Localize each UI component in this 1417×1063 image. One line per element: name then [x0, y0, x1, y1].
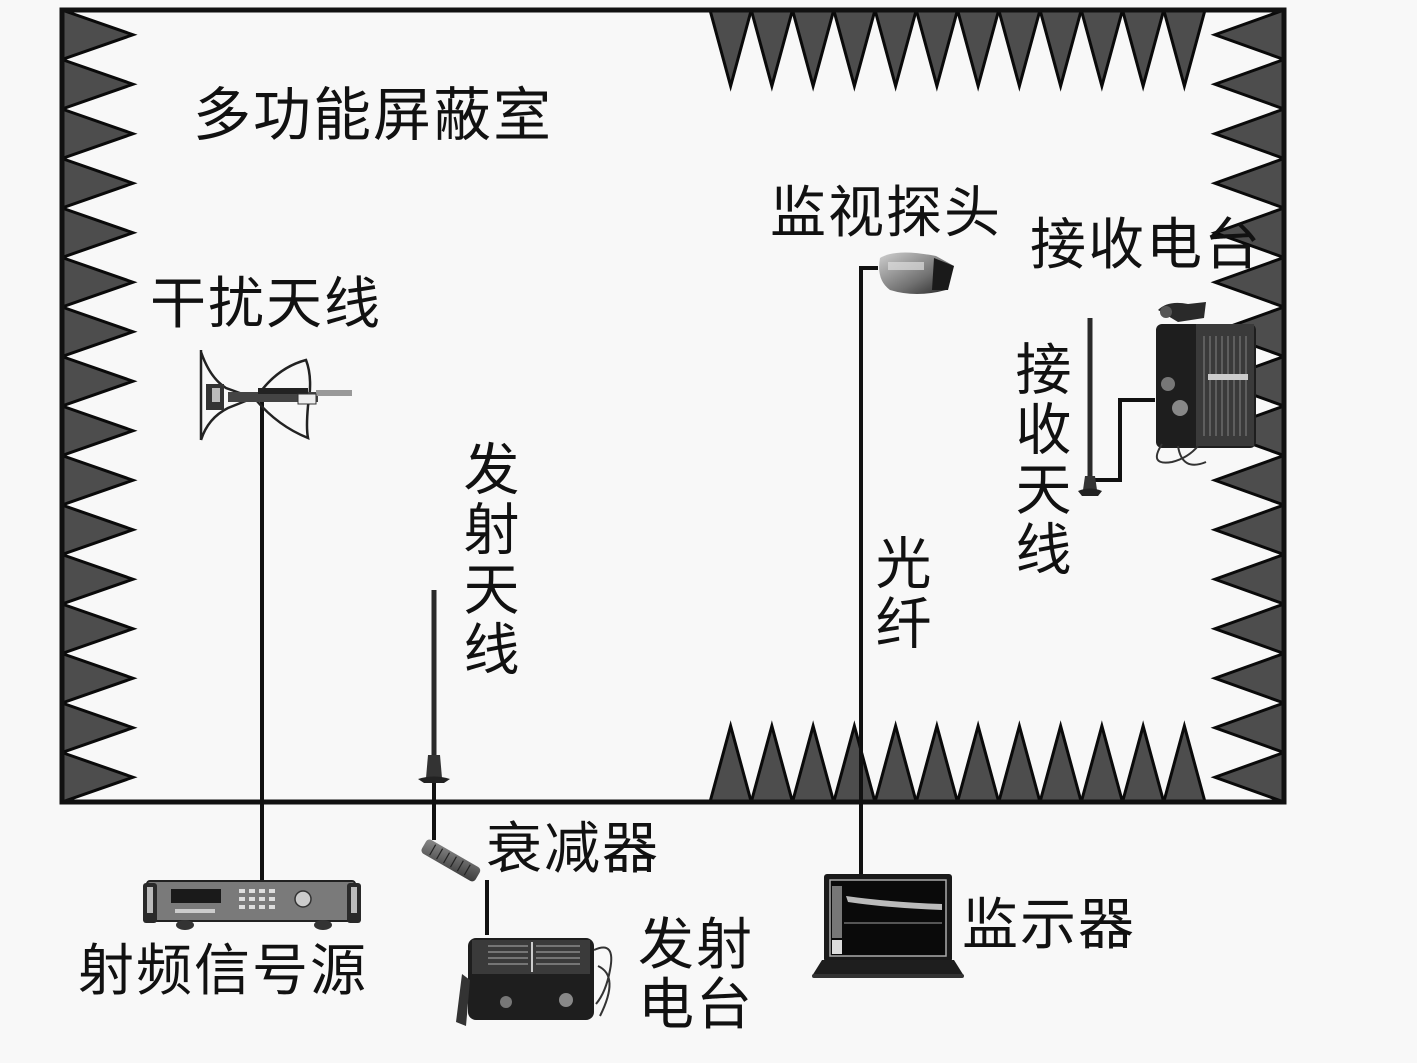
- radio-station-icon: [456, 938, 613, 1026]
- absorber-cone: [1210, 502, 1286, 557]
- absorber-cone: [996, 720, 1042, 804]
- label-jamming-antenna: 干扰天线: [150, 272, 382, 337]
- absorber-cone: [60, 7, 138, 62]
- absorber-cone: [60, 700, 138, 755]
- absorber-cone: [60, 57, 138, 112]
- whip-antenna-icon: [1078, 318, 1102, 496]
- absorber-cone: [1038, 8, 1084, 92]
- absorber-right-wall: [1210, 7, 1286, 805]
- camera-icon: [879, 252, 954, 294]
- absorber-cone: [914, 720, 960, 804]
- label-transmit-station-text: 发射电台: [638, 913, 754, 1039]
- optical-fiber-line: [859, 266, 878, 875]
- absorber-cone: [1210, 651, 1286, 706]
- absorber-cone: [1038, 720, 1084, 804]
- absorber-cone: [60, 304, 138, 359]
- absorber-top-wall: [708, 8, 1207, 92]
- label-receive-station: 接收电台: [1030, 213, 1262, 278]
- absorber-cone: [60, 552, 138, 607]
- absorber-cone: [708, 8, 754, 92]
- absorber-cone: [1210, 7, 1286, 62]
- absorber-cone: [1120, 720, 1166, 804]
- absorber-cone: [790, 8, 836, 92]
- absorber-cone: [955, 720, 1001, 804]
- whip-antenna-icon: [418, 590, 450, 783]
- absorber-cone: [831, 720, 877, 804]
- absorber-cone: [60, 403, 138, 458]
- signal-generator-icon: [143, 880, 361, 930]
- absorber-cone: [914, 8, 960, 92]
- absorber-cone: [708, 720, 754, 804]
- absorber-cone: [1210, 750, 1286, 805]
- label-optical-fiber: 光纤: [866, 534, 931, 654]
- absorber-cone: [996, 8, 1042, 92]
- absorber-cone: [1210, 453, 1286, 508]
- absorber-cone: [60, 453, 138, 508]
- absorber-cone: [955, 8, 1001, 92]
- absorber-cone: [1210, 156, 1286, 211]
- attenuator-icon: [421, 839, 481, 882]
- absorber-cone: [831, 8, 877, 92]
- absorber-cone: [60, 750, 138, 805]
- absorber-cone: [60, 156, 138, 211]
- absorber-cone: [1210, 106, 1286, 161]
- radio-station-icon: [1155, 302, 1256, 466]
- absorber-cone: [1210, 57, 1286, 112]
- label-rf-signal-source: 射频信号源: [78, 939, 368, 1004]
- absorber-cone: [1210, 552, 1286, 607]
- label-transmit-station: 发射电台: [638, 913, 768, 1039]
- label-receive-antenna: 接收天线: [1006, 340, 1071, 580]
- label-display-monitor: 监示器: [962, 893, 1136, 958]
- absorber-cone: [1079, 720, 1125, 804]
- absorber-cone: [60, 106, 138, 161]
- absorber-bottom-wall: [708, 720, 1207, 804]
- room-title: 多功能屏蔽室: [193, 81, 554, 149]
- absorber-cone: [749, 8, 795, 92]
- label-monitor-probe: 监视探头: [770, 181, 1002, 246]
- label-attenuator: 衰减器: [486, 817, 660, 882]
- absorber-cone: [60, 502, 138, 557]
- absorber-cone: [1210, 601, 1286, 656]
- absorber-cone: [749, 720, 795, 804]
- absorber-left-wall: [60, 7, 138, 805]
- absorber-cone: [60, 601, 138, 656]
- cable-receive-antenna-to-station: [1095, 398, 1155, 482]
- absorber-cone: [1161, 720, 1207, 804]
- absorber-cone: [1210, 700, 1286, 755]
- absorber-cone: [1161, 8, 1207, 92]
- log-periodic-antenna-icon: [199, 350, 352, 441]
- absorber-cone: [873, 8, 919, 92]
- label-transmit-antenna: 发射天线: [454, 440, 519, 680]
- absorber-cone: [790, 720, 836, 804]
- laptop-icon: [812, 874, 964, 978]
- absorber-cone: [873, 720, 919, 804]
- absorber-cone: [60, 255, 138, 310]
- absorber-cone: [60, 354, 138, 409]
- shielded-room-wall: [59, 7, 1287, 805]
- absorber-cone: [60, 205, 138, 260]
- absorber-cone: [1120, 8, 1166, 92]
- absorber-cone: [1079, 8, 1125, 92]
- absorber-cone: [60, 651, 138, 706]
